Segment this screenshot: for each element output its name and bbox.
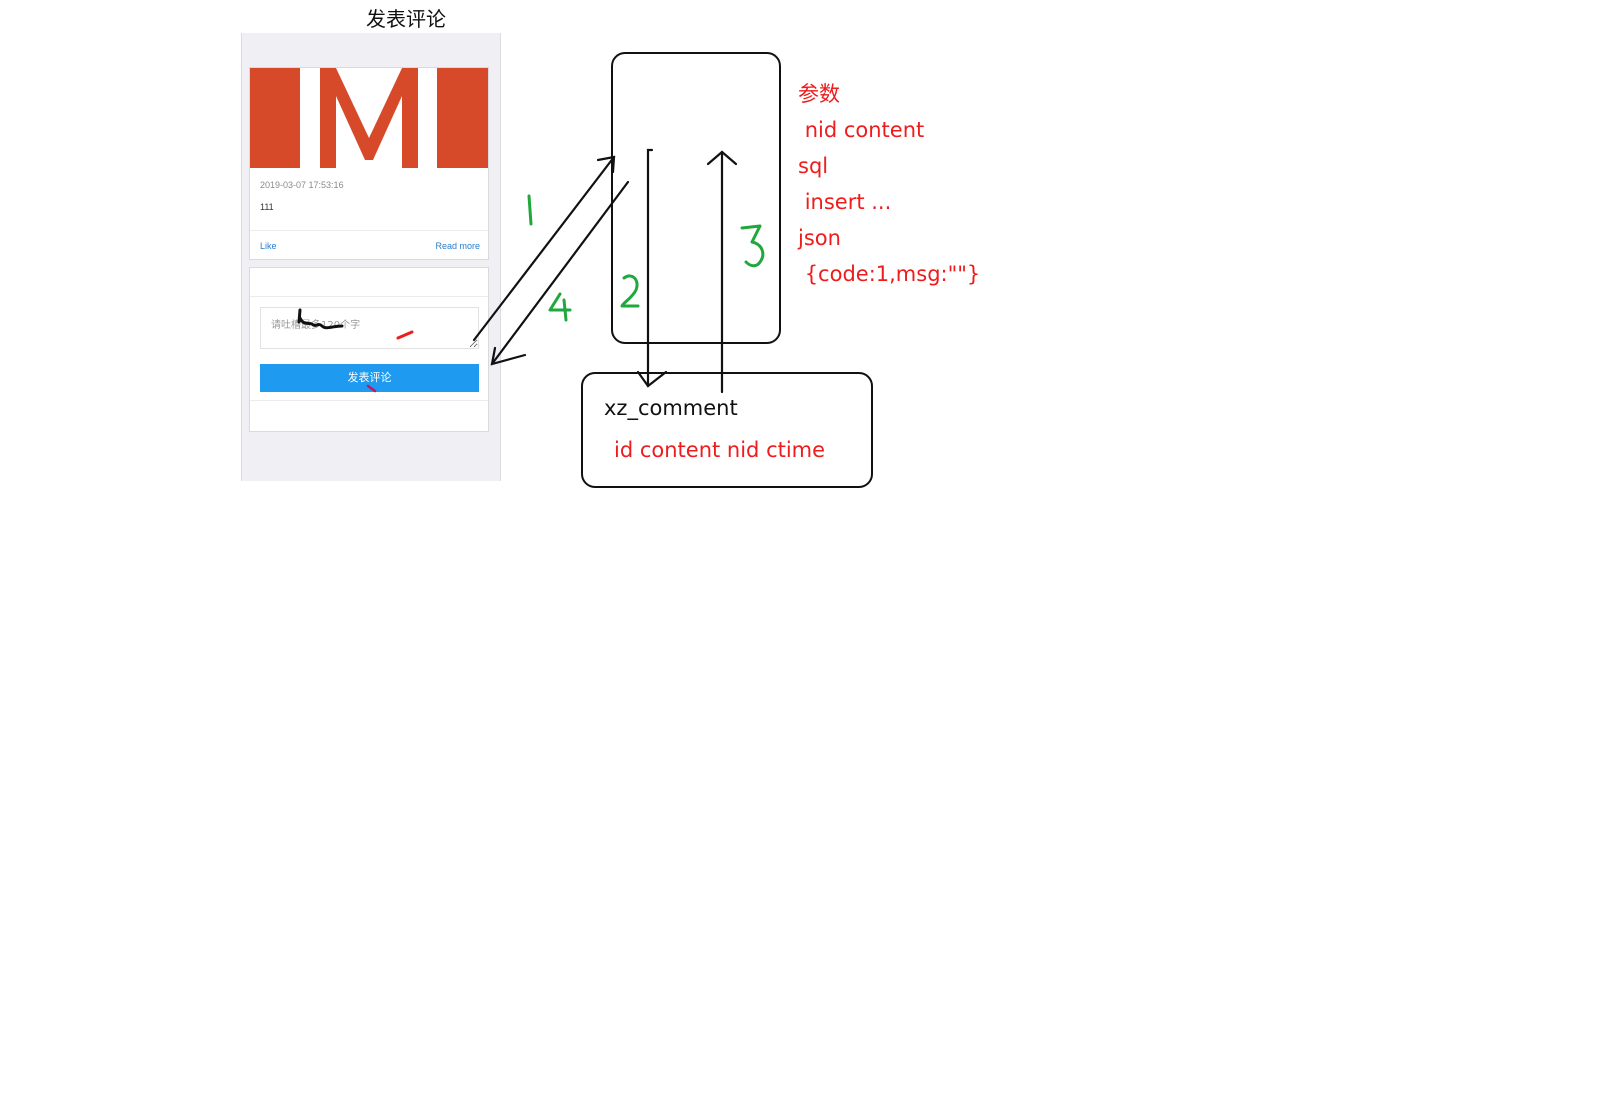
m-logo-icon [300, 68, 437, 168]
arrow-request [472, 155, 616, 342]
arrow-response [490, 180, 630, 366]
post-date: 2019-03-07 17:53:16 [260, 180, 344, 190]
step-4-mark [548, 292, 572, 322]
database-fields: id content nid ctime [614, 438, 826, 462]
page-title: 发表评论 [366, 7, 446, 31]
step-2-mark [620, 274, 640, 308]
server-note-json-value: {code:1,msg:""} [804, 262, 981, 286]
read-more-link[interactable]: Read more [435, 241, 480, 251]
scribble-mark-red [396, 330, 414, 340]
post-body: 111 [260, 202, 274, 212]
card-divider [250, 230, 488, 231]
server-note-params-value: nid content [804, 118, 925, 142]
cursor-mark-red [366, 384, 377, 393]
database-table-name: xz_comment [604, 396, 738, 420]
server-note-sql-value: insert ... [804, 190, 892, 214]
server-box [611, 52, 781, 344]
server-note-json: json [798, 226, 841, 250]
scribble-mark [297, 308, 344, 330]
database-box [581, 372, 873, 488]
comment-card-footer-divider [250, 400, 488, 401]
server-note-params: 参数 [798, 82, 840, 106]
step-1-mark [527, 194, 533, 226]
arrow-query [636, 148, 668, 388]
comment-input[interactable] [260, 307, 479, 349]
comment-card-divider [250, 296, 488, 297]
arrow-result [706, 150, 738, 394]
server-note-sql: sql [798, 154, 829, 178]
comment-card [249, 267, 489, 432]
like-link[interactable]: Like [260, 241, 277, 251]
post-banner [250, 68, 488, 168]
step-3-mark [740, 224, 765, 268]
